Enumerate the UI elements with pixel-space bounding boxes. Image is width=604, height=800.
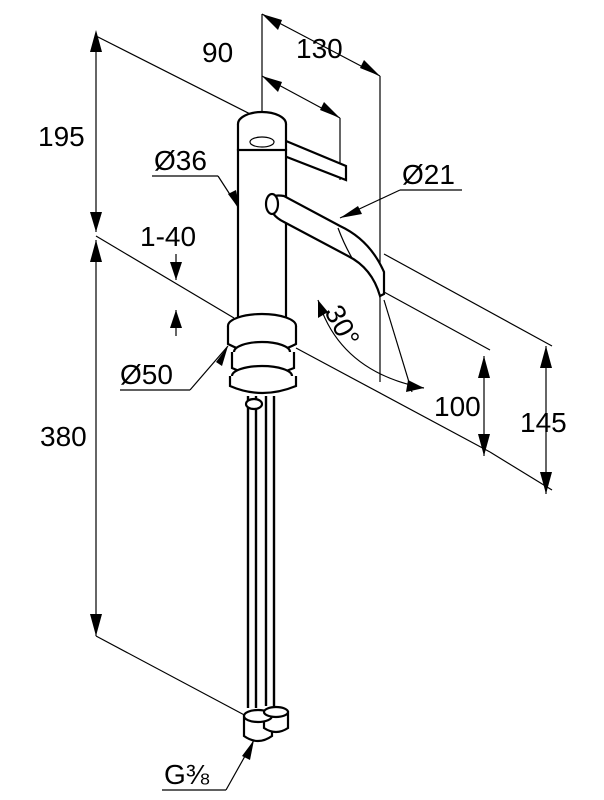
dim-195-label: 195 [38,121,85,152]
dimension-lines [90,13,553,791]
faucet-body [226,110,386,743]
dimension-labels: 90 130 195 Ø36 Ø21 1-40 30° Ø50 100 145 … [38,33,567,790]
dim-1-40-label: 1-40 [140,221,196,252]
dim-diameter-21-label: Ø21 [402,159,455,190]
dim-30-degree-label: 30° [319,300,366,352]
thread-g3-8-label: G⅜ [164,759,210,790]
dim-diameter-36-label: Ø36 [154,145,207,176]
dim-100-label: 100 [434,391,481,422]
dim-380-label: 380 [40,421,87,452]
dim-145-label: 145 [520,407,567,438]
dim-diameter-50-label: Ø50 [120,359,173,390]
dim-130-label: 130 [296,33,343,64]
dim-90-label: 90 [202,37,233,68]
